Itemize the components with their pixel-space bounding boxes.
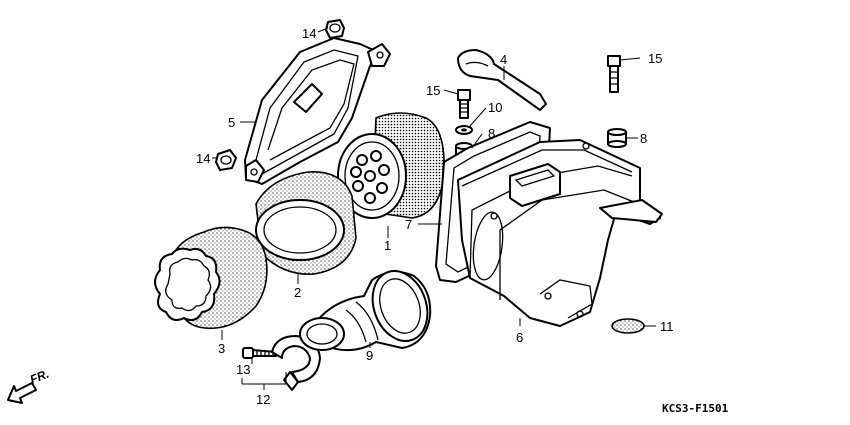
screw-part13 <box>242 347 277 359</box>
washer-part10 <box>455 125 473 135</box>
front-direction-arrow-icon <box>7 382 37 404</box>
callout-5: 5 <box>228 115 235 130</box>
callout-12: 12 <box>256 392 270 407</box>
strap-part4 <box>457 49 547 111</box>
air-cleaner-element-part1 <box>337 112 445 219</box>
callout-8-right: 8 <box>640 131 647 146</box>
bolt-right-part15 <box>607 55 621 93</box>
callout-7: 7 <box>405 217 412 232</box>
corrugated-screen-part3 <box>154 226 268 330</box>
callout-14-lower: 14 <box>196 151 210 166</box>
air-cleaner-case-part6 <box>457 139 663 327</box>
foam-sleeve-part2 <box>255 171 357 275</box>
callout-9: 9 <box>366 348 373 363</box>
air-cleaner-cover-part5 <box>244 37 391 185</box>
callout-1: 1 <box>384 238 391 253</box>
grommet-upper-part14 <box>325 19 345 39</box>
callout-6: 6 <box>516 330 523 345</box>
cap-part11 <box>611 318 645 334</box>
callout-4: 4 <box>500 52 507 67</box>
callout-15-right: 15 <box>648 51 662 66</box>
callout-10: 10 <box>488 100 502 115</box>
grommet-right-part8 <box>607 128 627 148</box>
callout-8-left: 8 <box>488 126 495 141</box>
direction-label: FR. <box>28 367 51 387</box>
callout-2: 2 <box>294 285 301 300</box>
callout-11: 11 <box>660 319 674 334</box>
callout-15-left: 15 <box>426 83 440 98</box>
intake-duct-part9 <box>299 270 432 352</box>
grommet-lower-part14 <box>215 149 237 171</box>
callout-14-upper: 14 <box>302 26 316 41</box>
callout-3: 3 <box>218 341 225 356</box>
bolt-left-part15 <box>457 89 471 119</box>
leader-lines <box>212 27 656 390</box>
callout-13: 13 <box>236 362 250 377</box>
figure-code: KCS3-F1501 <box>662 402 729 415</box>
